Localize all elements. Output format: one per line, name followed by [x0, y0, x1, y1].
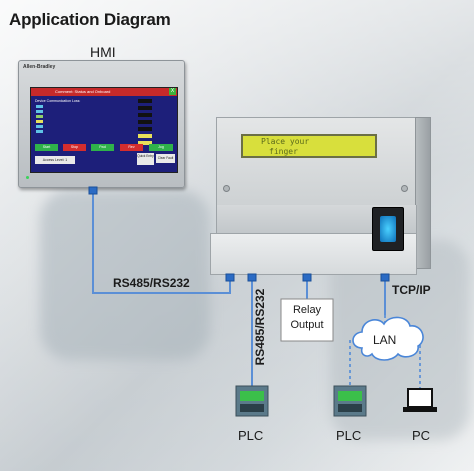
- hmi-quick-entry-button[interactable]: Quick Entry: [137, 153, 154, 165]
- lcd-line-1: Place your: [261, 137, 310, 146]
- relay-output-box: [280, 298, 334, 342]
- hmi-screen-title: Comment: Status and Onboard: [55, 89, 111, 94]
- hmi-status-indicators: [36, 105, 43, 133]
- device-enclosure: Place your finger: [210, 117, 431, 277]
- plc-icon-1: [235, 385, 269, 417]
- hmi-jog-button[interactable]: Jog: [149, 144, 173, 151]
- hmi-panel[interactable]: Allen-Bradley Comment: Status and Onboar…: [18, 60, 185, 188]
- hmi-brand-logo: Allen-Bradley: [23, 64, 56, 70]
- hmi-status-led: [26, 176, 29, 179]
- plc-label-1: PLC: [238, 428, 264, 443]
- hmi-screen-subtitle: Device Communication Loss:: [35, 99, 81, 103]
- relay-output-line-2: Output: [290, 319, 324, 331]
- page-title: Application Diagram: [9, 10, 171, 29]
- hmi-button-row: Start Stop Fwd Rev Jog: [35, 144, 175, 151]
- lcd-display: Place your finger: [241, 134, 377, 158]
- relay-output-line-1: Relay: [292, 304, 322, 316]
- relay-output-label: Relay Output: [281, 303, 333, 333]
- laptop-icon: [403, 388, 437, 412]
- background-machine-shape: [40, 190, 210, 360]
- hmi-start-button[interactable]: Start: [35, 144, 58, 151]
- device-side-panel: [415, 117, 431, 269]
- hmi-fwd-button[interactable]: Fwd: [91, 144, 114, 151]
- device-port-2: [247, 273, 257, 282]
- hmi-port: [88, 186, 98, 195]
- tcpip-label: TCP/IP: [392, 283, 431, 297]
- rs485-rs232-horizontal-label: RS485/RS232: [113, 276, 190, 290]
- device-port-1: [225, 273, 235, 282]
- lan-label: LAN: [373, 333, 397, 347]
- hmi-rev-button[interactable]: Rev: [120, 144, 143, 151]
- screw-top-right: [401, 185, 408, 192]
- hmi-label: HMI: [90, 44, 116, 60]
- plc-label-2: PLC: [336, 428, 362, 443]
- hmi-stop-button[interactable]: Stop: [63, 144, 86, 151]
- rs485-rs232-vertical-label: RS485/RS232: [253, 288, 267, 366]
- hmi-screen-close-button[interactable]: X: [169, 88, 176, 95]
- hmi-clear-fault-button[interactable]: Clear Fault: [156, 154, 175, 163]
- screw-top-left: [223, 185, 230, 192]
- lan-cloud: [352, 316, 424, 361]
- fingerprint-icon: [380, 216, 396, 242]
- fingerprint-sensor[interactable]: [372, 207, 404, 251]
- hmi-rs485-wire: [92, 192, 231, 294]
- hmi-screen-titlebar: Comment: Status and Onboard X: [31, 88, 177, 96]
- hmi-value-fields: [138, 99, 152, 145]
- hmi-screen: Comment: Status and Onboard X Device Com…: [30, 87, 178, 173]
- device-port-3: [302, 273, 312, 282]
- pc-label: PC: [412, 428, 431, 443]
- hmi-access-level[interactable]: Access Level: 1: [35, 156, 75, 164]
- lcd-line-2: finger: [269, 147, 298, 156]
- device-port-4: [380, 273, 390, 282]
- plc-icon-2: [333, 385, 367, 417]
